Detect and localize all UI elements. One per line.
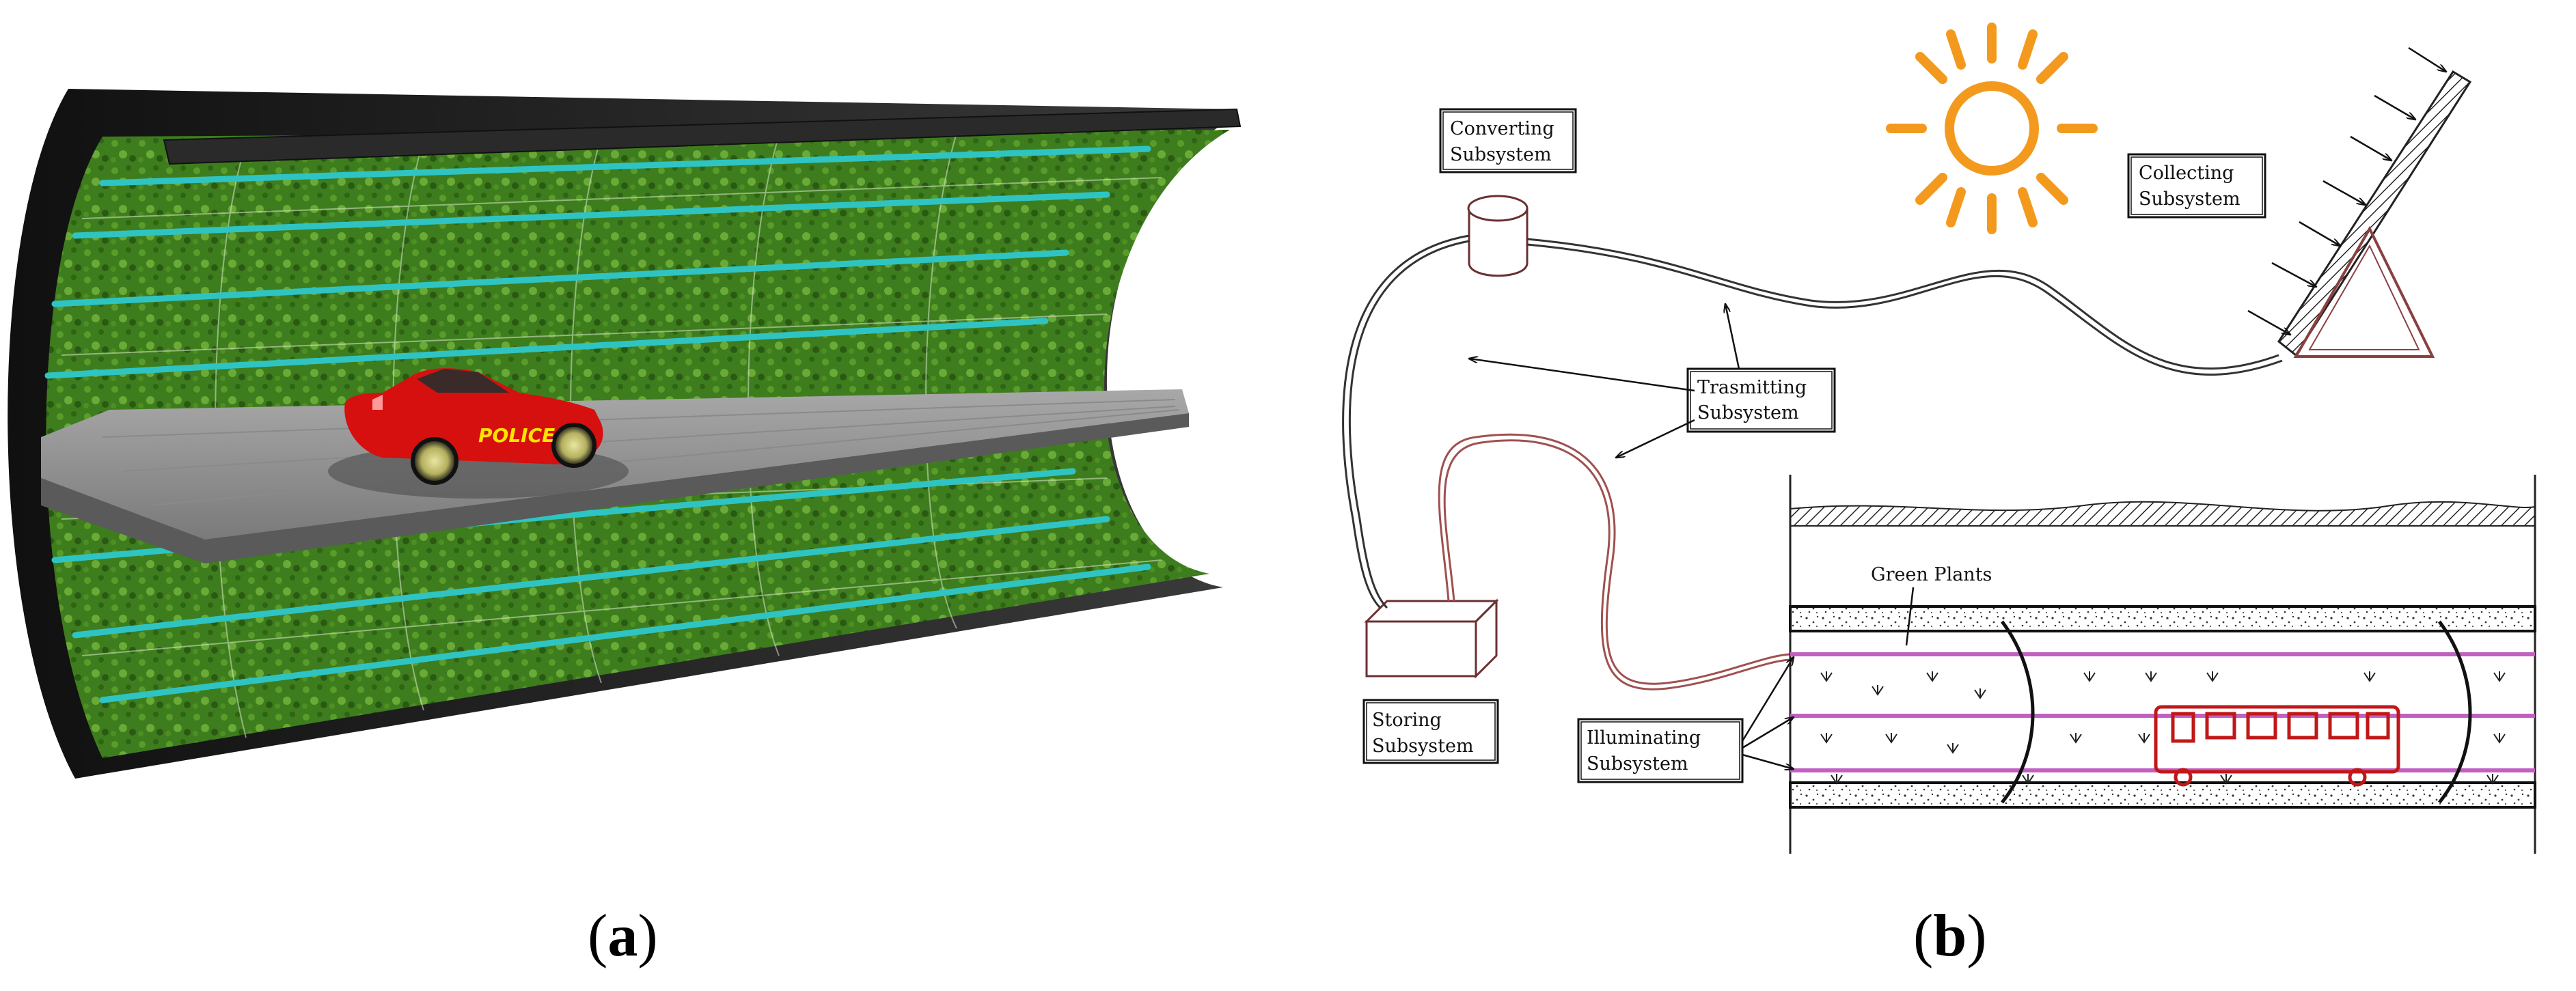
label-illuminating: Illuminating Subsystem bbox=[1577, 718, 1744, 783]
label-pointer-arrows bbox=[1469, 304, 1915, 769]
label-green-plants: Green Plants bbox=[1871, 564, 1992, 585]
label-storing: Storing Subsystem bbox=[1362, 699, 1499, 764]
solar-collector bbox=[2277, 70, 2472, 358]
converter-cylinder bbox=[1467, 195, 1529, 277]
road-edge bbox=[41, 413, 1189, 563]
panel-a-tunnel-render: POLICE bbox=[8, 89, 1242, 779]
svg-text:Subsystem: Subsystem bbox=[1450, 144, 1552, 165]
top-rail bbox=[163, 108, 1242, 165]
svg-text:Illuminating: Illuminating bbox=[1587, 727, 1701, 749]
caption-a: (a) bbox=[588, 903, 658, 969]
police-car: POLICE bbox=[344, 368, 603, 485]
bus-icon bbox=[2154, 705, 2400, 787]
road-lines bbox=[102, 399, 1179, 506]
label-collecting: Collecting Subsystem bbox=[2127, 153, 2266, 219]
svg-text:Storing: Storing bbox=[1372, 710, 1442, 731]
sunlight-arrows bbox=[2247, 46, 2446, 335]
svg-text:Subsystem: Subsystem bbox=[1587, 753, 1688, 774]
svg-text:Collecting: Collecting bbox=[2139, 163, 2234, 184]
transmission-cables bbox=[1342, 234, 2283, 690]
plant-symbols bbox=[1820, 671, 2506, 785]
sun-icon bbox=[1886, 23, 2098, 234]
tunnel-section bbox=[1789, 475, 2536, 854]
label-transmitting: Trasmitting Subsystem bbox=[1686, 367, 1836, 433]
svg-text:Trasmitting: Trasmitting bbox=[1697, 377, 1807, 398]
storage-box bbox=[1364, 598, 1499, 679]
svg-text:Converting: Converting bbox=[1450, 118, 1554, 139]
caption-b: (b) bbox=[1913, 903, 1987, 969]
label-converting: Converting Subsystem bbox=[1439, 108, 1577, 173]
svg-text:Subsystem: Subsystem bbox=[1697, 402, 1799, 423]
car-police-text: POLICE bbox=[478, 424, 555, 447]
svg-text:Subsystem: Subsystem bbox=[1372, 736, 1474, 757]
panel-b-schematic: Converting Subsystem Collecting Subsyste… bbox=[1342, 23, 2536, 854]
svg-text:Subsystem: Subsystem bbox=[2139, 189, 2241, 210]
